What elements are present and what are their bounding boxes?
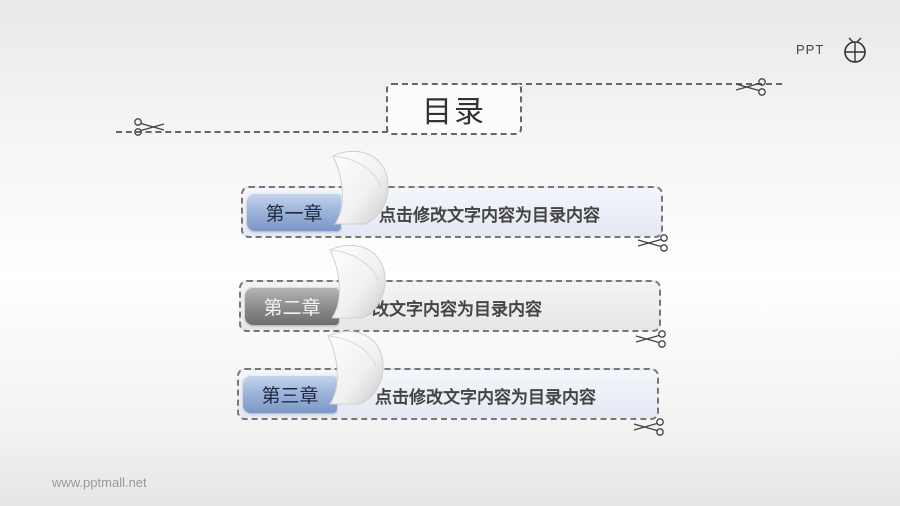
title-box: 目录 [386,83,522,135]
toc-item-3[interactable]: 第三章 点击修改文字内容为目录内容 [237,368,659,420]
scissors-icon [134,118,165,136]
page-title: 目录 [422,95,486,130]
scissors-icon [635,330,666,348]
brand-logo: PPT [796,36,870,64]
cut-line-left [116,131,388,133]
chapter-tab: 第二章 [245,287,339,325]
page-curl-icon [327,330,384,405]
scissors-icon [637,234,668,252]
logo-mark-icon [844,37,866,63]
footer-url: www.pptmall.net [52,475,147,490]
page-curl-icon [329,244,386,319]
scissors-icon [633,418,664,436]
scissors-icon [735,78,766,96]
chapter-tab: 第一章 [247,193,341,231]
toc-item-text: 点击修改文字内容为目录内容 [379,206,600,226]
toc-item-text: 修改文字内容为目录内容 [355,300,542,320]
toc-item-1[interactable]: 第一章 点击修改文字内容为目录内容 [241,186,663,238]
toc-item-text: 点击修改文字内容为目录内容 [375,388,596,408]
cut-line-right [516,83,782,85]
page-curl-icon [332,150,389,225]
chapter-tab: 第三章 [243,375,337,413]
toc-item-2[interactable]: 第二章 修改文字内容为目录内容 [239,280,661,332]
logo-text: PPT [796,42,825,57]
